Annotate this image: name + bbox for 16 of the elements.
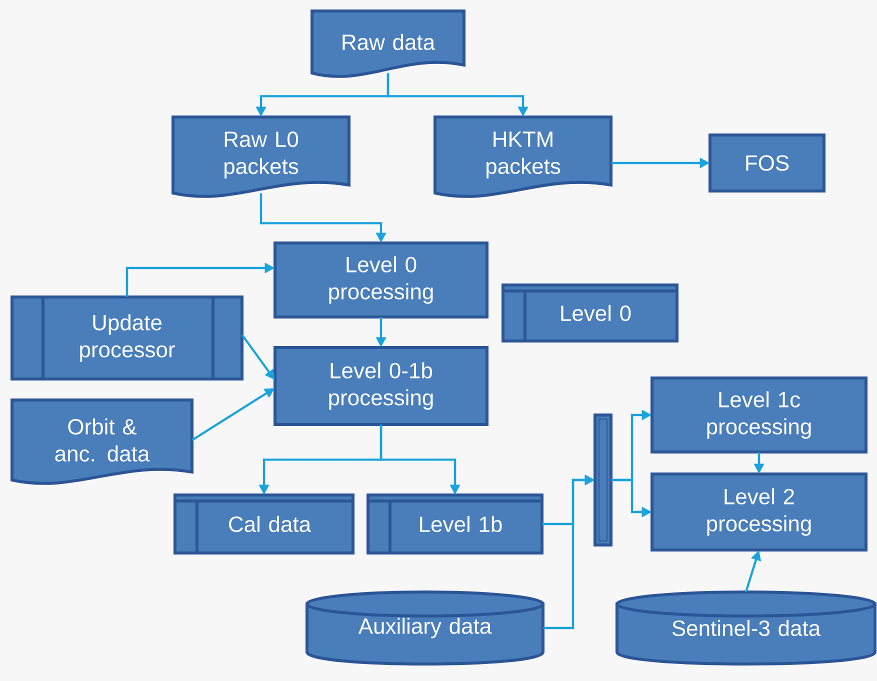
process-box: Level 1c processing xyxy=(650,376,868,454)
process-box: FOS xyxy=(708,134,826,192)
data-box: Level 0 xyxy=(502,284,678,342)
process-box: Level 0-1b processing xyxy=(274,346,488,426)
predefined-process-box: Update processor xyxy=(10,296,244,380)
document-box: HKTM packets xyxy=(434,116,612,198)
process-box: Level 0 processing xyxy=(274,242,488,318)
data-box: Level 1b xyxy=(366,494,544,554)
document-box: Raw L0 packets xyxy=(172,116,350,198)
document-box: Orbit & anc. data xyxy=(10,398,194,485)
bar-box xyxy=(594,414,612,546)
process-box: Level 2 processing xyxy=(650,472,868,552)
database-cylinder: Auxiliary data xyxy=(306,590,544,666)
data-box: Cal data xyxy=(174,494,354,554)
document-box: Raw data xyxy=(310,10,466,78)
database-cylinder: Sentinel-3 data xyxy=(616,590,876,666)
